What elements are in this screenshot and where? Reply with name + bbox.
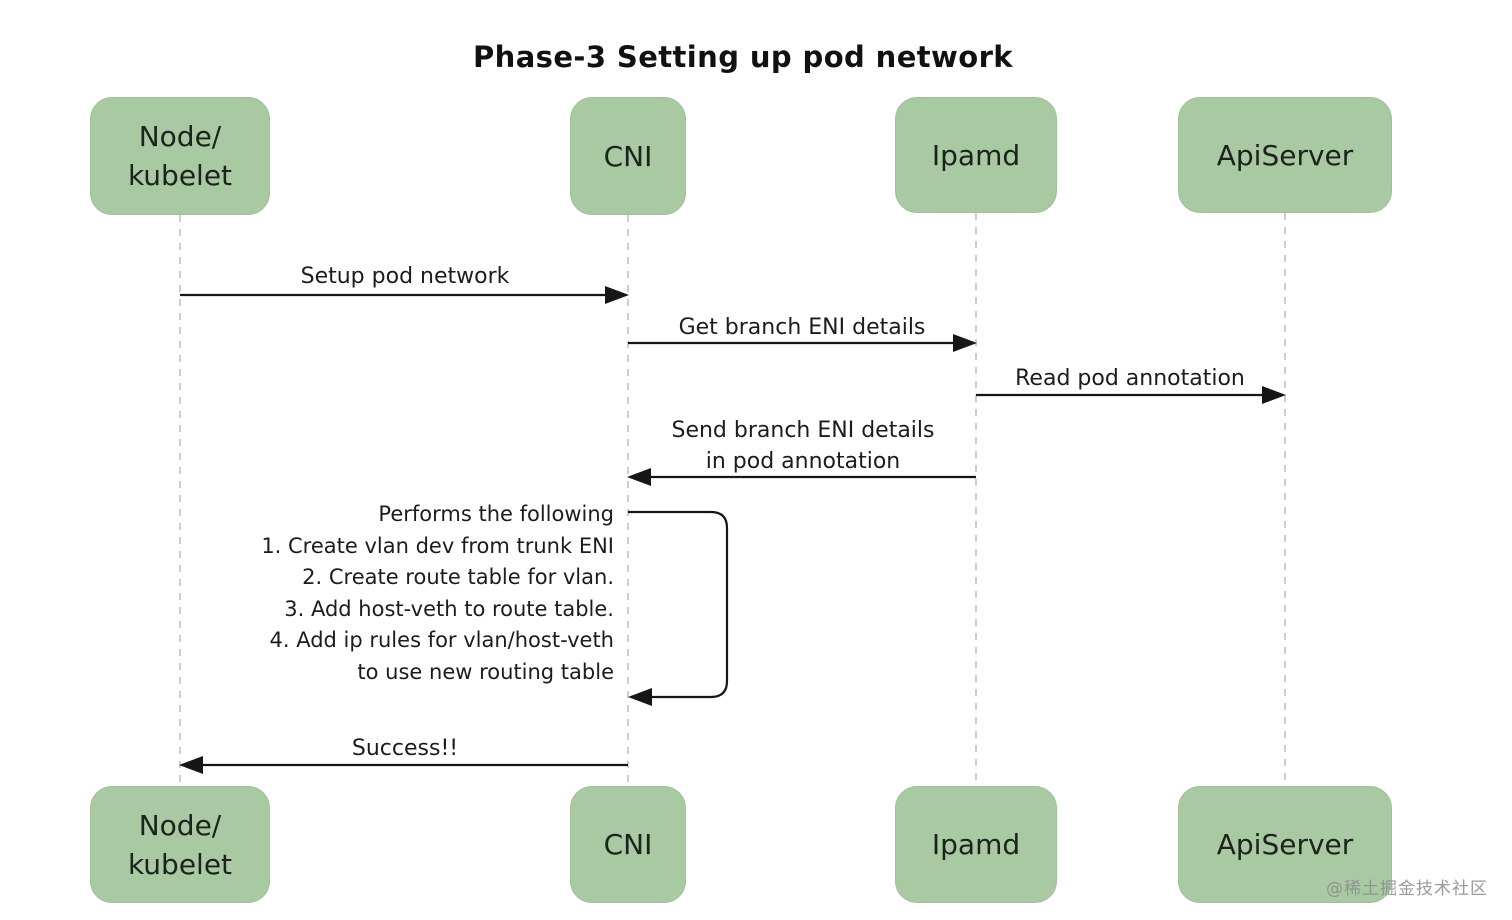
self-note-line: Performs the following [378, 502, 614, 526]
actor-label: ApiServer [1216, 828, 1354, 861]
self-note-line: to use new routing table [357, 659, 614, 684]
arrow-read-pod-annotation [976, 386, 1286, 404]
arrowhead-left-icon [179, 756, 203, 774]
actor-label: ApiServer [1216, 138, 1354, 172]
self-note-line: 2. Create route table for vlan. [302, 565, 614, 589]
arrowhead-right-icon [1262, 386, 1286, 404]
self-note-line: 4. Add ip rules for vlan/host-veth [269, 628, 614, 652]
actor-label: CNI [603, 828, 653, 861]
actor-label: Ipamd [931, 828, 1021, 861]
arrowhead-left-icon [628, 688, 652, 706]
actor-cni-top: CNI [570, 97, 686, 215]
actor-label: Node/ kubelet [127, 120, 233, 192]
arrowhead-right-icon [605, 286, 629, 304]
arrow-setup-pod-network [180, 286, 629, 304]
actor-node-kubelet-bottom: Node/ kubelet [90, 786, 270, 903]
arrowhead-right-icon [953, 334, 977, 352]
arrow-success [179, 756, 628, 774]
arrow-send-branch-eni-details [627, 468, 976, 486]
message-label-read-pod-annotation: Read pod annotation [1015, 366, 1245, 391]
diagram-title: Phase-3 Setting up pod network [473, 40, 1013, 74]
message-label-send-branch-eni-details: Send branch ENI details in pod annotatio… [671, 418, 935, 474]
actor-ipamd-bottom: Ipamd [895, 786, 1057, 903]
self-loop-cni [628, 510, 729, 706]
self-note-line: 1. Create vlan dev from trunk ENI [261, 533, 614, 558]
message-label-get-branch-eni-details: Get branch ENI details [678, 315, 926, 340]
watermark-text: @稀土掘金技术社区 [1326, 879, 1488, 899]
message-label-success: Success!! [351, 736, 459, 761]
arrowhead-left-icon [627, 468, 651, 486]
actor-ipamd-top: Ipamd [895, 97, 1057, 213]
arrow-get-branch-eni-details [628, 334, 977, 352]
self-loop-note: Performs the following 1. Create vlan de… [180, 499, 614, 688]
actor-label: Node/ kubelet [127, 808, 233, 881]
actor-cni-bottom: CNI [570, 786, 686, 903]
actor-node-kubelet-top: Node/ kubelet [90, 97, 270, 215]
message-label-setup-pod-network: Setup pod network [300, 264, 510, 289]
self-note-line: 3. Add host-veth to route table. [284, 596, 614, 621]
actor-apiserver-bottom: ApiServer [1178, 786, 1392, 903]
actor-label: CNI [603, 139, 653, 173]
actor-label: Ipamd [931, 138, 1021, 172]
actor-apiserver-top: ApiServer [1178, 97, 1392, 213]
